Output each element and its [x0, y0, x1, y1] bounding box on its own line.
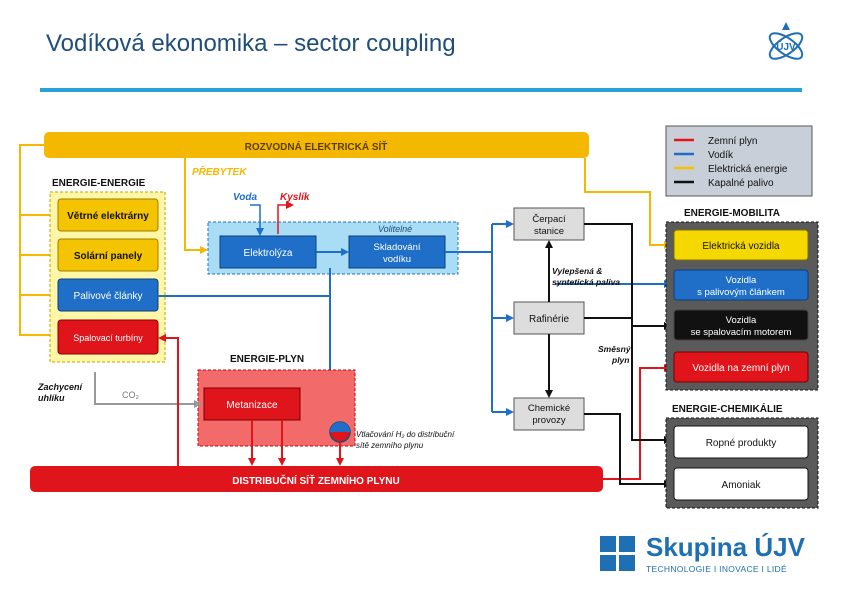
brand-name: Skupina ÚJV [646, 532, 805, 562]
station-label-2: stanice [534, 226, 564, 237]
source-wind-label: Větrné elektrárny [67, 211, 149, 222]
vtlacovani-label-1: Vtlačování H₂ do distribuční [356, 430, 455, 439]
chemical-label-1: Chemické [528, 403, 570, 414]
electric-to-stations [584, 158, 672, 249]
gas-grid-bar [30, 466, 603, 492]
co2-label: CO₂ [122, 390, 140, 400]
energie-mobilita-title: ENERGIE-MOBILITA [684, 208, 780, 219]
legend-label-liquid: Kapalné palivo [708, 178, 774, 189]
logo-text: ÚJV [776, 40, 796, 53]
vehicle-combustion [673, 309, 809, 341]
vehicle-ngv-label: Vozidla na zemní plyn [692, 363, 789, 374]
legend-label-electric: Elektrická energie [708, 164, 788, 175]
legend-label-h2: Vodík [708, 150, 734, 161]
electrolysis-box [219, 235, 317, 269]
product-ammonia-label: Amoniak [722, 480, 762, 491]
product-oil [673, 425, 809, 459]
voda-label: Voda [233, 192, 258, 203]
product-ammonia [673, 467, 809, 501]
vehicle-combustion-label-1: Vozidla [726, 315, 757, 326]
title-rule [40, 88, 802, 92]
station-box [513, 207, 585, 241]
electric-line-left [19, 144, 55, 336]
ujv-atom-logo: ÚJV [768, 22, 804, 60]
prebytek-label: PŘEBYTEK [192, 165, 247, 178]
station-to-vehicles [584, 223, 672, 330]
vtlacovani-label-2: sítě zemního plynu [356, 441, 424, 450]
gas-to-turbine [158, 334, 179, 466]
energie-plyn-title: ENERGIE-PLYN [230, 354, 304, 365]
source-solar-label: Solární panely [74, 251, 143, 262]
vehicle-fuelcell-label-2: s palivovým článkem [697, 287, 785, 298]
voda-arrow [250, 204, 264, 236]
zachyceni-label-2: uhlíku [38, 393, 65, 403]
volitelne-label: Volitelné [378, 224, 412, 234]
prebytek-arrow [184, 158, 208, 254]
refinery-label: Rafinérie [529, 314, 569, 325]
brand-tagline: TECHNOLOGIE I INOVACE I LIDÉ [646, 564, 787, 574]
source-solar [57, 238, 159, 272]
gas-to-ngv [603, 364, 672, 480]
vylepsena-label-1: Vylepšená & [552, 266, 602, 276]
zachyceni-label-1: Zachycení [37, 382, 84, 392]
refinery-to-chem-group [584, 317, 672, 444]
co2-arrow [94, 372, 202, 408]
vehicle-electric [673, 229, 809, 261]
smesny-label-1: Směsný [598, 344, 632, 354]
station-label-1: Čerpací [532, 214, 566, 225]
vehicle-fuelcell-label-1: Vozidla [726, 275, 757, 286]
injection-marker-top [330, 422, 350, 432]
product-oil-label: Ropné produkty [706, 438, 777, 449]
vehicle-fuelcell [673, 269, 809, 301]
legend-label-gas: Zemní plyn [708, 136, 757, 147]
gas-grid-label: DISTRIBUČNÍ SÍŤ ZEMNÍHO PLYNU [232, 474, 399, 487]
refinery-box [513, 301, 585, 335]
storage-box [348, 235, 446, 269]
slide-title: Vodíková ekonomika – sector coupling [46, 30, 456, 57]
electric-grid-bar [44, 132, 589, 158]
smesny-label-2: plyn [611, 355, 629, 365]
vylepsena-label-2: syntetická paliva [552, 277, 620, 287]
chemical-label-2: provozy [532, 415, 566, 426]
kyslik-label: Kyslík [280, 192, 310, 203]
methanation-label: Metanizace [226, 400, 278, 411]
storage-label-1: Skladování [373, 242, 420, 253]
electric-grid-label: ROZVODNÁ ELEKTRICKÁ SÍŤ [245, 140, 388, 153]
energie-chemikalie-title: ENERGIE-CHEMIKÁLIE [672, 402, 783, 415]
vehicle-electric-label: Elektrická vozidla [702, 241, 780, 252]
chemical-to-ammonia [584, 413, 672, 488]
kyslik-arrow [277, 201, 294, 234]
h2-to-industry-trunk [445, 251, 493, 412]
energie-energie-title: ENERGIE-ENERGIE [52, 178, 146, 189]
source-wind [57, 198, 159, 232]
electrolysis-label: Elektrolýza [244, 248, 293, 259]
ujv-square-mark-icon [600, 536, 636, 572]
vehicle-combustion-label-2: se spalovacím motorem [691, 327, 792, 338]
vehicle-ngv [673, 351, 809, 383]
storage-label-2: vodíku [383, 254, 411, 265]
methanation-box [203, 387, 301, 421]
chemical-box [513, 397, 585, 431]
skupina-ujv-logo: Skupina ÚJV TECHNOLOGIE I INOVACE I LIDÉ [600, 532, 810, 580]
legend-box [665, 125, 813, 197]
source-fuel-cells-label: Palivové články [74, 291, 143, 302]
source-turbines-label: Spalovací turbíny [73, 333, 143, 343]
